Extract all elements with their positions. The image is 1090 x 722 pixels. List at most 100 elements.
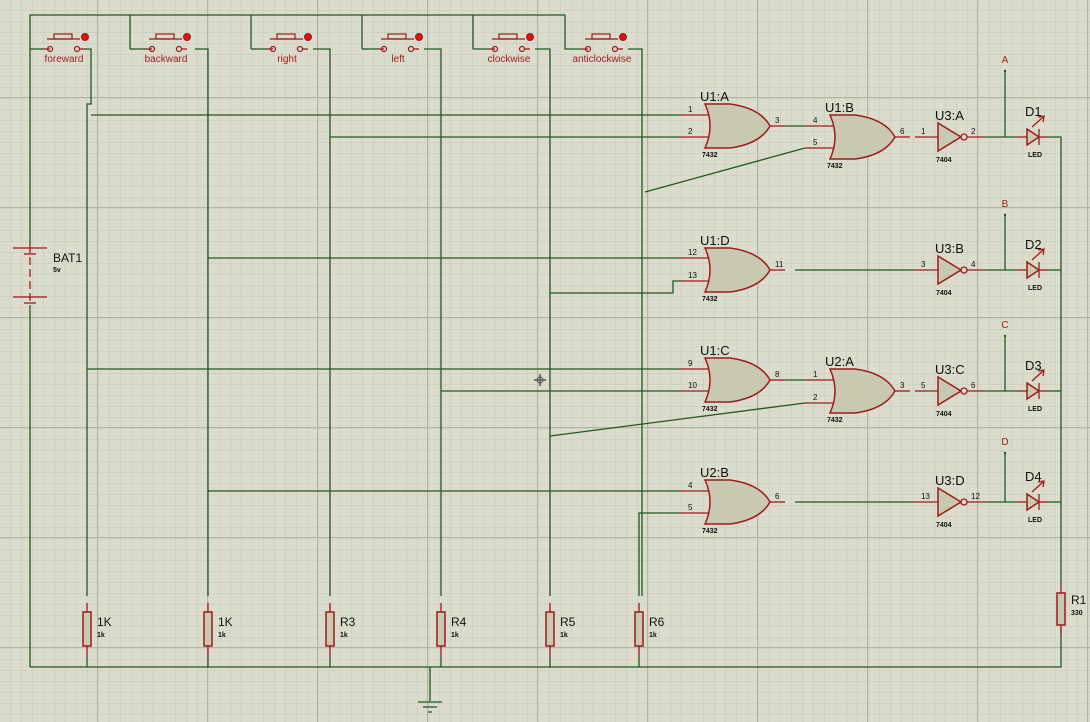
- voltage-probe-b[interactable]: B: [1002, 199, 1009, 217]
- push-button-right[interactable]: right: [267, 33, 312, 66]
- wire-led-rail[interactable]: [1049, 136, 1062, 584]
- resistor-r1[interactable]: R1 330: [1056, 584, 1087, 634]
- wires: [29, 14, 1062, 701]
- wire-anticlockwise-to-u2b[interactable]: [638, 512, 680, 596]
- pin-number: 1: [921, 127, 926, 136]
- probe-label: D: [1001, 437, 1008, 448]
- led-part: LED: [1028, 285, 1042, 292]
- led-ref: D3: [1025, 358, 1042, 373]
- resistor-ref: R5: [560, 615, 576, 629]
- or-gate-body: [703, 103, 771, 149]
- inverter-part: 7404: [936, 411, 952, 418]
- voltage-probe-d[interactable]: D: [1001, 437, 1009, 455]
- pin-number: 1: [688, 105, 693, 114]
- led-ref: D1: [1025, 104, 1042, 119]
- wire-sw6-out[interactable]: [628, 48, 643, 596]
- led-part: LED: [1028, 517, 1042, 524]
- wire-sw1-out[interactable]: [84, 48, 92, 596]
- pin-number: 13: [921, 492, 930, 501]
- led-body: [1026, 260, 1041, 280]
- resistor-ref: R3: [340, 615, 356, 629]
- gate-part: 7432: [702, 406, 718, 413]
- pin-number: 8: [775, 370, 780, 379]
- pin-number: 3: [921, 260, 926, 269]
- resistor-ref: R4: [451, 615, 467, 629]
- wire-clockwise-to-u1d[interactable]: [550, 280, 680, 294]
- wire-top-bus[interactable]: [29, 14, 582, 50]
- switch-state-indicator-icon: [526, 33, 534, 41]
- pin-number: 13: [688, 271, 697, 280]
- led-body: [1026, 381, 1041, 401]
- inverter-body: [937, 121, 963, 153]
- gate-part: 7432: [702, 152, 718, 159]
- pin-number: 6: [900, 127, 905, 136]
- led-ref: D4: [1025, 469, 1042, 484]
- gate-ref: U1:A: [700, 89, 729, 104]
- wire-sw5-out[interactable]: [535, 48, 551, 596]
- switch-group: foreward backward right left clockwise anticl…: [44, 33, 632, 66]
- pin-number: 6: [775, 492, 780, 501]
- voltage-probe-c[interactable]: C: [1001, 320, 1009, 338]
- wire-ground-bus[interactable]: [30, 627, 1062, 668]
- wire-sw2-out[interactable]: [195, 48, 209, 596]
- or-gate-body: [703, 247, 771, 293]
- push-button-anticlockwise[interactable]: anticlockwise: [573, 33, 632, 66]
- wire-clockwise-to-u2a[interactable]: [549, 402, 806, 437]
- gate-ref: U2:A: [825, 354, 854, 369]
- pin-number: 10: [688, 381, 697, 390]
- wire-sw3-out[interactable]: [313, 48, 331, 596]
- gate-part: 7432: [827, 417, 843, 424]
- pin-number: 4: [813, 116, 818, 125]
- inverter-part: 7404: [936, 157, 952, 164]
- push-button-left[interactable]: left: [378, 33, 423, 66]
- battery[interactable]: BAT1 5v: [13, 245, 82, 305]
- pin-number: 4: [971, 260, 976, 269]
- pin-number: 12: [688, 248, 697, 257]
- resistor-body: [634, 611, 644, 647]
- voltage-probe-a[interactable]: A: [1002, 55, 1009, 73]
- pin-number: 5: [813, 138, 818, 147]
- wire-sw4-out[interactable]: [424, 48, 442, 596]
- gate-part: 7432: [702, 528, 718, 535]
- resistor-body: [325, 611, 335, 647]
- led-body: [1026, 127, 1041, 147]
- inverter-part: 7404: [936, 522, 952, 529]
- crosshair-cursor-icon: [534, 374, 546, 386]
- gate-part: 7432: [827, 163, 843, 170]
- push-button-backward[interactable]: backward: [145, 33, 191, 66]
- wire-anticlockwise-to-u1b[interactable]: [644, 147, 806, 193]
- resistor-r1-body: [1056, 592, 1066, 626]
- inverter-part: 7404: [936, 290, 952, 297]
- push-button-foreward[interactable]: foreward: [44, 33, 89, 66]
- pin-number: 3: [775, 116, 780, 125]
- resistor-value: 1k: [560, 632, 568, 639]
- switch-label: right: [277, 54, 297, 65]
- push-button-clockwise[interactable]: clockwise: [488, 33, 534, 66]
- switch-label: left: [391, 54, 405, 65]
- pin-number: 11: [775, 260, 784, 269]
